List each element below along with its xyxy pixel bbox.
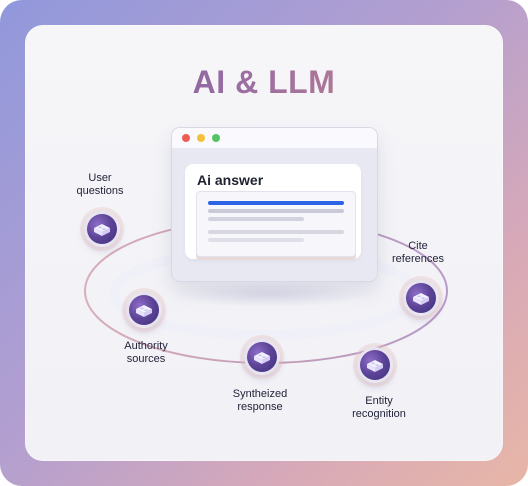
answer-text-line (208, 217, 304, 221)
window-body: Ai answer (172, 148, 377, 281)
node-syntheized-response (244, 339, 280, 375)
label-entity-recognition: Entity recognition (344, 395, 414, 421)
node-user-questions (84, 211, 120, 247)
label-line: references (392, 253, 444, 265)
brick-icon (254, 352, 270, 364)
brick-icon (136, 305, 152, 317)
label-authority-sources: Authority sources (118, 340, 174, 366)
answer-text-line (208, 238, 304, 242)
label-line: User (88, 172, 112, 184)
minimize-dot-icon (197, 134, 205, 142)
label-line: response (237, 401, 283, 413)
ai-answer-window: Ai answer (171, 127, 378, 282)
brick-icon (94, 224, 110, 236)
label-line: Cite (408, 240, 428, 252)
answer-highlight-line (208, 201, 344, 205)
node-cite-references (403, 280, 439, 316)
label-line: Entity (365, 395, 393, 407)
label-user-questions: User questions (72, 172, 128, 198)
window-shadow (175, 281, 365, 307)
label-cite-references: Cite references (386, 240, 450, 266)
brick-icon (367, 360, 383, 372)
page-title: AI & LLM (0, 64, 528, 101)
answer-preview (196, 191, 356, 257)
answer-text-line (208, 230, 344, 234)
window-topbar (172, 128, 377, 148)
brick-icon (413, 293, 429, 305)
answer-title: Ai answer (197, 172, 264, 188)
close-dot-icon (182, 134, 190, 142)
maximize-dot-icon (212, 134, 220, 142)
label-line: recognition (352, 408, 406, 420)
node-authority-sources (126, 292, 162, 328)
label-line: questions (76, 185, 124, 197)
answer-text-line (208, 209, 344, 213)
label-line: sources (126, 353, 166, 365)
node-entity-recognition (357, 347, 393, 383)
label-syntheized-response: Syntheized response (226, 388, 294, 414)
answer-card: Ai answer (185, 164, 361, 259)
label-line: Syntheized (232, 388, 288, 400)
label-line: Authority (124, 340, 168, 352)
